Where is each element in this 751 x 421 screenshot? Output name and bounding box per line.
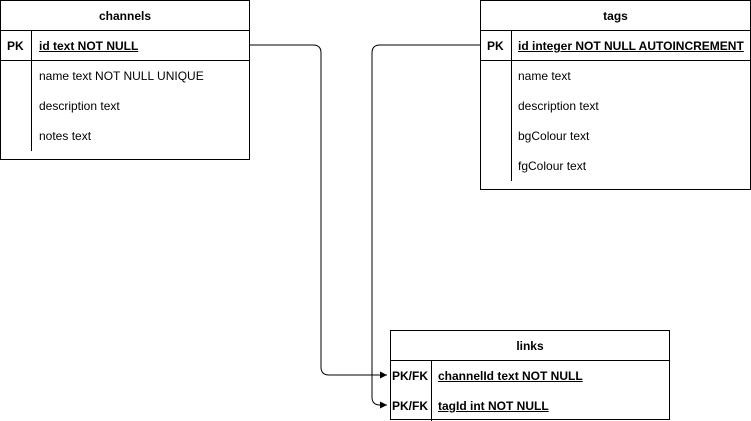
channels-pk-label: PK bbox=[1, 31, 32, 60]
tags-pk-label: PK bbox=[481, 31, 512, 60]
channels-pk-field: id text NOT NULL bbox=[39, 39, 139, 53]
channels-field-notes: notes text bbox=[39, 129, 92, 143]
connector-channels-to-links[interactable] bbox=[249, 44, 387, 379]
tags-field-bgcolour: bgColour text bbox=[518, 129, 590, 143]
links-table-title: links bbox=[391, 331, 669, 361]
tags-field-fgcolour: fgColour text bbox=[518, 159, 587, 173]
channels-key-cell bbox=[1, 61, 32, 91]
tags-field-row[interactable]: fgColour text bbox=[481, 151, 750, 181]
tags-field-description: description text bbox=[518, 99, 599, 113]
links-tagid-field: tagId int NOT NULL bbox=[438, 399, 549, 413]
tags-pk-field: id integer NOT NULL AUTOINCREMENT bbox=[518, 39, 744, 53]
channels-table-title: channels bbox=[1, 1, 249, 31]
tags-table-title: tags bbox=[481, 1, 750, 31]
links-channelid-field: channelId text NOT NULL bbox=[438, 369, 583, 383]
channels-pk-row[interactable]: PK id text NOT NULL bbox=[1, 31, 249, 61]
channels-key-cell bbox=[1, 121, 32, 151]
tags-pk-row[interactable]: PK id integer NOT NULL AUTOINCREMENT bbox=[481, 31, 750, 61]
tags-field-row[interactable]: description text bbox=[481, 91, 750, 121]
tags-key-cell bbox=[481, 121, 512, 151]
links-channelid-row[interactable]: PK/FK channelId text NOT NULL bbox=[391, 361, 669, 391]
links-tagid-row[interactable]: PK/FK tagId int NOT NULL bbox=[391, 391, 669, 421]
channels-field-name: name text NOT NULL UNIQUE bbox=[39, 69, 204, 83]
channels-key-cell bbox=[1, 91, 32, 121]
tags-field-name: name text bbox=[518, 69, 571, 83]
links-pkfk-label: PK/FK bbox=[391, 391, 432, 421]
channels-field-description: description text bbox=[39, 99, 120, 113]
tags-table[interactable]: tags PK id integer NOT NULL AUTOINCREMEN… bbox=[480, 0, 751, 190]
tags-key-cell bbox=[481, 61, 512, 91]
tags-key-cell bbox=[481, 91, 512, 121]
links-pkfk-label: PK/FK bbox=[391, 361, 432, 391]
tags-field-row[interactable]: bgColour text bbox=[481, 121, 750, 151]
links-table[interactable]: links PK/FK channelId text NOT NULL PK/F… bbox=[390, 330, 670, 421]
channels-field-row[interactable]: description text bbox=[1, 91, 249, 121]
channels-field-row[interactable]: notes text bbox=[1, 121, 249, 151]
channels-field-row[interactable]: name text NOT NULL UNIQUE bbox=[1, 61, 249, 91]
tags-field-row[interactable]: name text bbox=[481, 61, 750, 91]
connector-tags-to-links[interactable] bbox=[371, 44, 481, 409]
tags-key-cell bbox=[481, 151, 512, 181]
channels-table[interactable]: channels PK id text NOT NULL name text N… bbox=[0, 0, 250, 160]
